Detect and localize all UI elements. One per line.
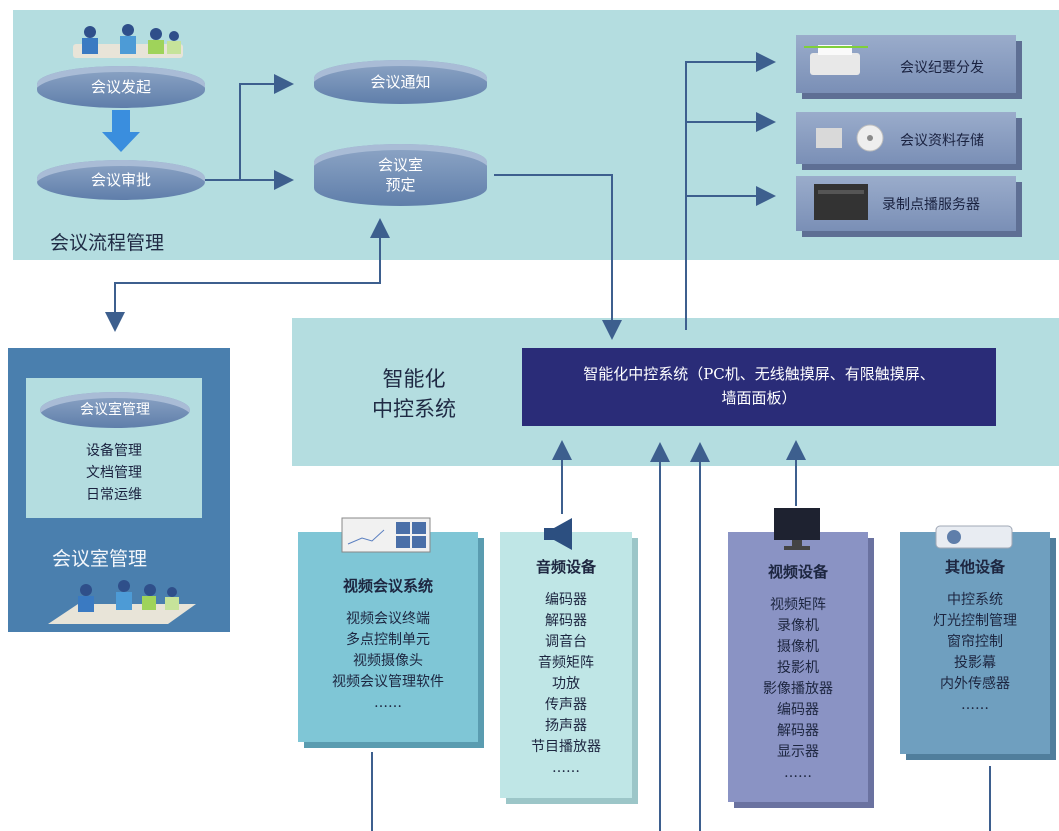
process-title: 会议流程管理: [50, 232, 165, 254]
device-head: 其他设备: [944, 558, 1005, 576]
device-item: 显示器: [777, 744, 819, 760]
device-item: 功放: [552, 676, 580, 692]
down-arrow-icon: [102, 110, 140, 152]
room-booking-node: 会议室预定: [314, 144, 487, 206]
recording-server-label: 录制点播服务器: [882, 197, 980, 213]
device-item: 节目播放器: [531, 739, 601, 755]
meeting-initiate-node: 会议发起: [37, 66, 205, 108]
device-item: 录像机: [777, 618, 819, 634]
room-item: 日常运维: [86, 487, 142, 503]
room-management-title: 会议室管理: [52, 548, 148, 570]
arrow-room-mgmt: [105, 236, 381, 332]
device-item: 视频会议终端: [346, 611, 430, 627]
meeting-notify-node: 会议通知: [314, 60, 487, 104]
video-panel: [728, 532, 868, 802]
monitor-icon: [774, 508, 820, 550]
speaker-icon: [544, 518, 572, 550]
meeting-people-icon: [48, 580, 196, 624]
control-box-line1: 智能化中控系统（PC机、无线触摸屏、有限触摸屏、: [583, 365, 935, 383]
room-management-items: 设备管理 文档管理 日常运维: [26, 440, 202, 506]
printer-icon: [804, 45, 868, 75]
control-box-line2: 墙面面板）: [721, 389, 797, 407]
server-icon: [814, 184, 868, 220]
room-management-node: 会议室管理: [40, 392, 190, 428]
other-devices-column: 其他设备 中控系统 灯光控制管理 窗帘控制 投影幕 内外传感器 ……: [900, 557, 1050, 716]
device-item: 内外传感器: [940, 676, 1010, 692]
audio-column: 音频设备 编码器 解码器 调音台 音频矩阵 功放 传声器 扬声器 节目播放器 ……: [500, 557, 632, 779]
device-item: 摄像机: [777, 639, 819, 655]
device-head: 视频设备: [767, 563, 828, 581]
device-item: 视频会议管理软件: [332, 674, 444, 690]
control-title-line1: 智能化: [382, 367, 446, 391]
audio-panel: [500, 532, 632, 798]
device-item: ……: [961, 697, 989, 713]
arrow-control-minutes: [685, 52, 776, 330]
device-item: 编码器: [777, 702, 819, 718]
device-item: 音频矩阵: [538, 655, 594, 671]
device-item: 调音台: [545, 634, 587, 650]
device-item: 投影机: [777, 660, 819, 676]
video-conference-column: 视频会议系统 视频会议终端 多点控制单元 视频摄像头 视频会议管理软件 ……: [298, 576, 478, 714]
device-item: 灯光控制管理: [933, 613, 1017, 629]
other-devices-panel: [900, 532, 1050, 754]
video-conference-panel: [298, 532, 478, 742]
device-item: 投影幕: [954, 655, 996, 671]
minutes-distribution-label: 会议纪要分发: [900, 60, 984, 76]
device-item: 影像播放器: [763, 681, 833, 697]
arrow-room-control: [494, 174, 622, 340]
meeting-approve-label: 会议审批: [90, 171, 151, 189]
device-item: 多点控制单元: [346, 632, 430, 648]
room-management-header: 会议室管理: [80, 402, 150, 418]
control-title: 智能化 中控系统: [372, 364, 456, 424]
data-storage-node: 会议资料存储: [796, 112, 1016, 164]
meeting-people-icon: [73, 24, 183, 58]
projector-icon: [935, 525, 1013, 549]
room-item: 设备管理: [86, 443, 142, 459]
device-item: ……: [784, 765, 812, 781]
device-item: 扬声器: [545, 718, 587, 734]
device-item: 解码器: [545, 613, 587, 629]
device-item: 中控系统: [947, 592, 1003, 608]
room-management-inner: 会议室管理 设备管理 文档管理 日常运维: [26, 378, 202, 518]
arrow-approve-notify: [205, 74, 294, 181]
whiteboard-icon: [341, 517, 431, 553]
room-booking-line1: 会议室: [377, 156, 423, 174]
device-item: ……: [552, 760, 580, 776]
control-title-line2: 中控系统: [372, 397, 456, 421]
device-head: 视频会议系统: [342, 577, 433, 595]
device-item: ……: [374, 695, 402, 711]
meeting-notify-label: 会议通知: [370, 73, 431, 91]
device-item: 编码器: [545, 592, 587, 608]
control-system-box: 智能化中控系统（PC机、无线触摸屏、有限触摸屏、 墙面面板）: [522, 348, 996, 426]
meeting-approve-node: 会议审批: [37, 160, 205, 200]
device-item: 传声器: [545, 697, 587, 713]
device-item: 视频摄像头: [353, 653, 423, 669]
room-management-panel: 会议室管理 设备管理 文档管理 日常运维 会议室管理: [8, 348, 230, 632]
device-head: 音频设备: [535, 558, 596, 576]
data-storage-label: 会议资料存储: [900, 133, 984, 149]
room-item: 文档管理: [86, 465, 142, 481]
folder-disc-icon: [816, 124, 884, 152]
room-booking-line2: 预定: [385, 176, 416, 194]
meeting-initiate-label: 会议发起: [90, 78, 151, 96]
device-item: 窗帘控制: [947, 634, 1003, 650]
device-item: 解码器: [777, 723, 819, 739]
minutes-distribution-node: 会议纪要分发: [796, 35, 1016, 93]
video-column: 视频设备 视频矩阵 录像机 摄像机 投影机 影像播放器 编码器 解码器 显示器 …: [728, 562, 868, 784]
device-item: 视频矩阵: [770, 597, 826, 613]
recording-server-node: 录制点播服务器: [796, 176, 1016, 231]
